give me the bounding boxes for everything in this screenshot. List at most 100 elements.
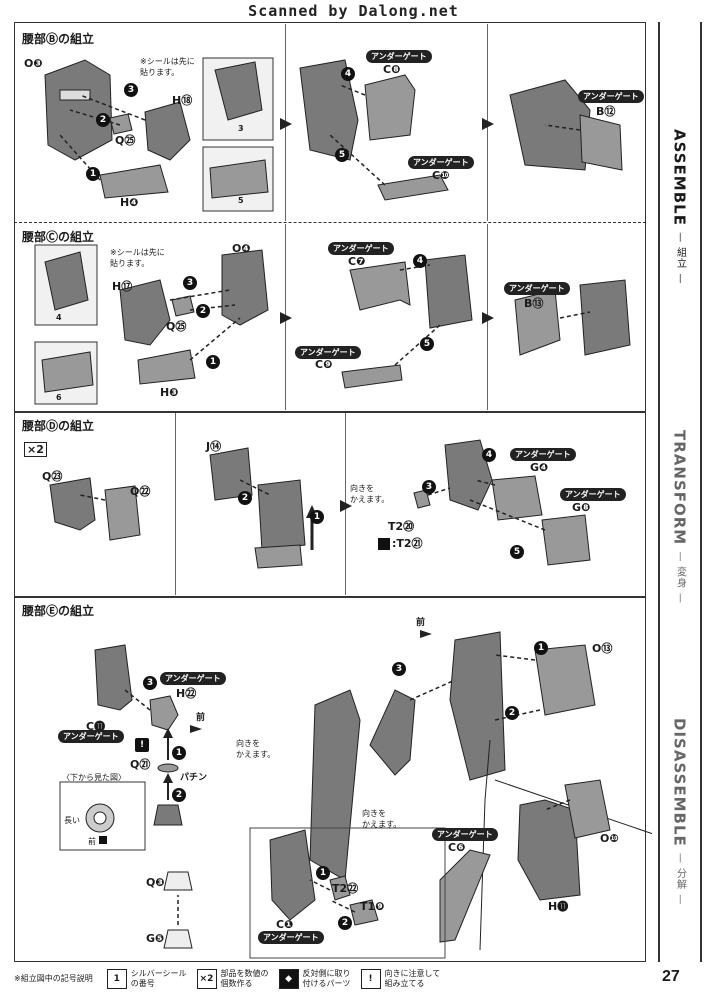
step-number: 3: [422, 480, 436, 494]
step-number: 1: [172, 746, 186, 760]
part-sub-assembly: [269, 829, 316, 921]
label-h22: H㉒: [176, 687, 197, 700]
part-h18: [144, 101, 191, 161]
label-c9: C❾: [315, 358, 333, 371]
turn-note: 向きをかえます。: [362, 809, 402, 829]
caution-icon: !: [135, 738, 149, 752]
step-number: 1: [206, 355, 220, 369]
part-assembled-c: [424, 254, 473, 329]
under-gate-badge: アンダーゲート: [366, 50, 432, 63]
legend-item-opposite: ◆ 反対側に取り付けるパーツ: [278, 969, 351, 989]
label-c8: C❽: [383, 63, 401, 76]
under-gate-badge: アンダーゲート: [328, 242, 394, 255]
label-b13: B⑬: [524, 297, 544, 310]
seal-number-3: 3: [238, 124, 244, 133]
step-number: 2: [196, 304, 210, 318]
step-number: 2: [338, 916, 352, 930]
section-divider: [14, 222, 646, 223]
step-number: 5: [420, 337, 434, 351]
scan-header: Scanned by Dalong.net: [0, 0, 707, 22]
bottom-view-box: [59, 781, 146, 851]
part-q21: [157, 763, 179, 773]
label-h18: H⑱: [172, 94, 193, 107]
label-h3: H❸: [160, 386, 179, 399]
label-front-3: 前: [416, 618, 426, 628]
part-t1-9: [349, 899, 379, 926]
label-h11: H⓫: [548, 900, 569, 913]
part-base: [153, 804, 183, 826]
step-number: 1: [86, 167, 100, 181]
step-number: 4: [413, 254, 427, 268]
step-number: 1: [316, 866, 330, 880]
sidebar-sub-assemble: — 組立 —: [674, 232, 686, 285]
step-number: 1: [310, 510, 324, 524]
instruction-frame: [14, 22, 646, 962]
sidebar-disassemble: DISASSEMBLE — 分解 —: [652, 702, 707, 922]
step-number: 2: [505, 706, 519, 720]
sidebar: ASSEMBLE — 組立 — TRANSFORM — 変身 — DISASSE…: [652, 22, 707, 962]
part-panel-mid: [369, 689, 416, 776]
part-assembled-d: [257, 479, 306, 551]
label-snap: パチン: [180, 773, 208, 783]
legend-item-silver-seal: 1 シルバーシールの番号: [106, 969, 187, 989]
label-q23: Q㉓: [42, 470, 63, 483]
quantity-icon: ×2: [196, 969, 217, 989]
part-o4: [221, 249, 269, 326]
sidebar-rail: [658, 22, 702, 962]
under-gate-badge: アンダーゲート: [510, 448, 576, 461]
label-o10: O❿: [600, 832, 619, 845]
section-title-waist-d: 腰部Ⓓの組立: [22, 419, 95, 433]
step-number: 3: [392, 662, 406, 676]
seal-icon: 1: [106, 969, 127, 989]
part-c7: [349, 261, 411, 311]
quantity-badge: ×2: [24, 442, 47, 457]
sidebar-sub-transform: — 変身 —: [674, 551, 686, 604]
label-q3: Q❸: [146, 876, 165, 889]
label-c7: C❼: [348, 255, 366, 268]
part-g5: [163, 929, 193, 949]
label-t2-20: T2⑳: [388, 520, 415, 533]
label-c1: C❶: [276, 918, 294, 931]
sidebar-sub-disassemble: — 分解 —: [674, 853, 686, 906]
part-j14: [209, 447, 253, 501]
part-c11: [94, 644, 133, 711]
part-assembled-b: [299, 59, 359, 161]
label-g8: G❽: [572, 501, 591, 514]
part-g4: [491, 475, 543, 521]
under-gate-badge: アンダーゲート: [560, 488, 626, 501]
page-number: 27: [662, 968, 680, 985]
step-number: 2: [172, 788, 186, 802]
part-panel-left: [309, 689, 361, 881]
label-c6: C❻: [448, 841, 466, 854]
seal-number-5: 5: [238, 196, 244, 205]
step-number: 2: [238, 491, 252, 505]
label-h17: H⑰: [112, 280, 133, 293]
part-t2-20: [413, 489, 431, 509]
sidebar-label-disassemble: DISASSEMBLE: [670, 718, 689, 848]
bottom-view-label: 〈下から見た図〉: [62, 773, 126, 782]
part-b12: [579, 114, 623, 171]
part-o13: [534, 644, 596, 716]
step-number: 5: [335, 148, 349, 162]
under-gate-badge: アンダーゲート: [160, 672, 226, 685]
caution-icon: !: [360, 969, 381, 989]
sidebar-label-transform: TRANSFORM: [670, 430, 689, 546]
label-t2-22: T2㉒: [332, 882, 359, 895]
under-gate-badge: アンダーゲート: [295, 346, 361, 359]
label-o13: O⑬: [592, 642, 613, 655]
section-title-waist-c: 腰部Ⓒの組立: [22, 230, 95, 244]
part-c6: [439, 849, 491, 943]
step-divider: [175, 413, 176, 595]
label-o3: O❸: [24, 57, 43, 70]
turn-note: 向きをかえます。: [350, 484, 390, 504]
label-h4: H❹: [120, 196, 139, 209]
label-g5: G❺: [146, 932, 165, 945]
step-number: 4: [482, 448, 496, 462]
part-t2-22: [329, 875, 351, 901]
label-q21: Q㉑: [130, 758, 151, 771]
section-divider: [14, 411, 646, 413]
under-gate-badge: アンダーゲート: [258, 931, 324, 944]
legend-item-caution: ! 向きに注意して組み立てる: [360, 969, 440, 989]
label-j14: J⑭: [206, 440, 222, 453]
